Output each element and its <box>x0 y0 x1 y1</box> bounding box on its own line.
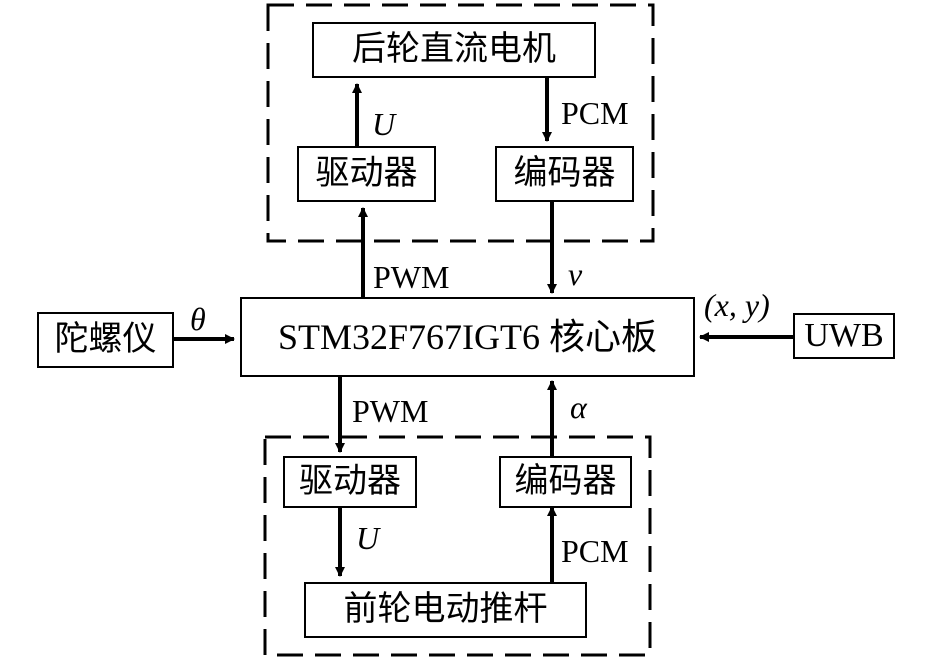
edge-label-xy: (x, y) <box>704 287 770 323</box>
front-actuator-node: 前轮电动推杆 <box>304 582 587 638</box>
front-driver-node: 驱动器 <box>283 456 417 508</box>
core-board-node: STM32F767IGT6 核心板 <box>240 297 695 377</box>
rear-wheel-group-border <box>266 3 655 243</box>
front-encoder-node: 编码器 <box>499 456 632 508</box>
edge-label-v: v <box>568 256 583 292</box>
uwb-node: UWB <box>793 313 895 359</box>
rear-driver-node: 驱动器 <box>297 146 436 202</box>
edge-label-front-pcm: PCM <box>561 533 629 569</box>
edge-label-rear-pcm: PCM <box>561 95 629 131</box>
rear-encoder-node: 编码器 <box>495 146 634 202</box>
rear-motor-node: 后轮直流电机 <box>312 22 596 78</box>
edge-label-front-pwm: PWM <box>352 393 429 429</box>
edge-label-theta: θ <box>190 301 206 337</box>
gyro-node: 陀螺仪 <box>37 312 174 368</box>
edge-label-alpha: α <box>570 389 587 425</box>
front-wheel-group-border <box>263 435 652 657</box>
edge-label-rear-u: U <box>372 106 396 142</box>
edge-label-front-u: U <box>356 520 380 556</box>
edge-label-rear-pwm: PWM <box>373 259 450 295</box>
